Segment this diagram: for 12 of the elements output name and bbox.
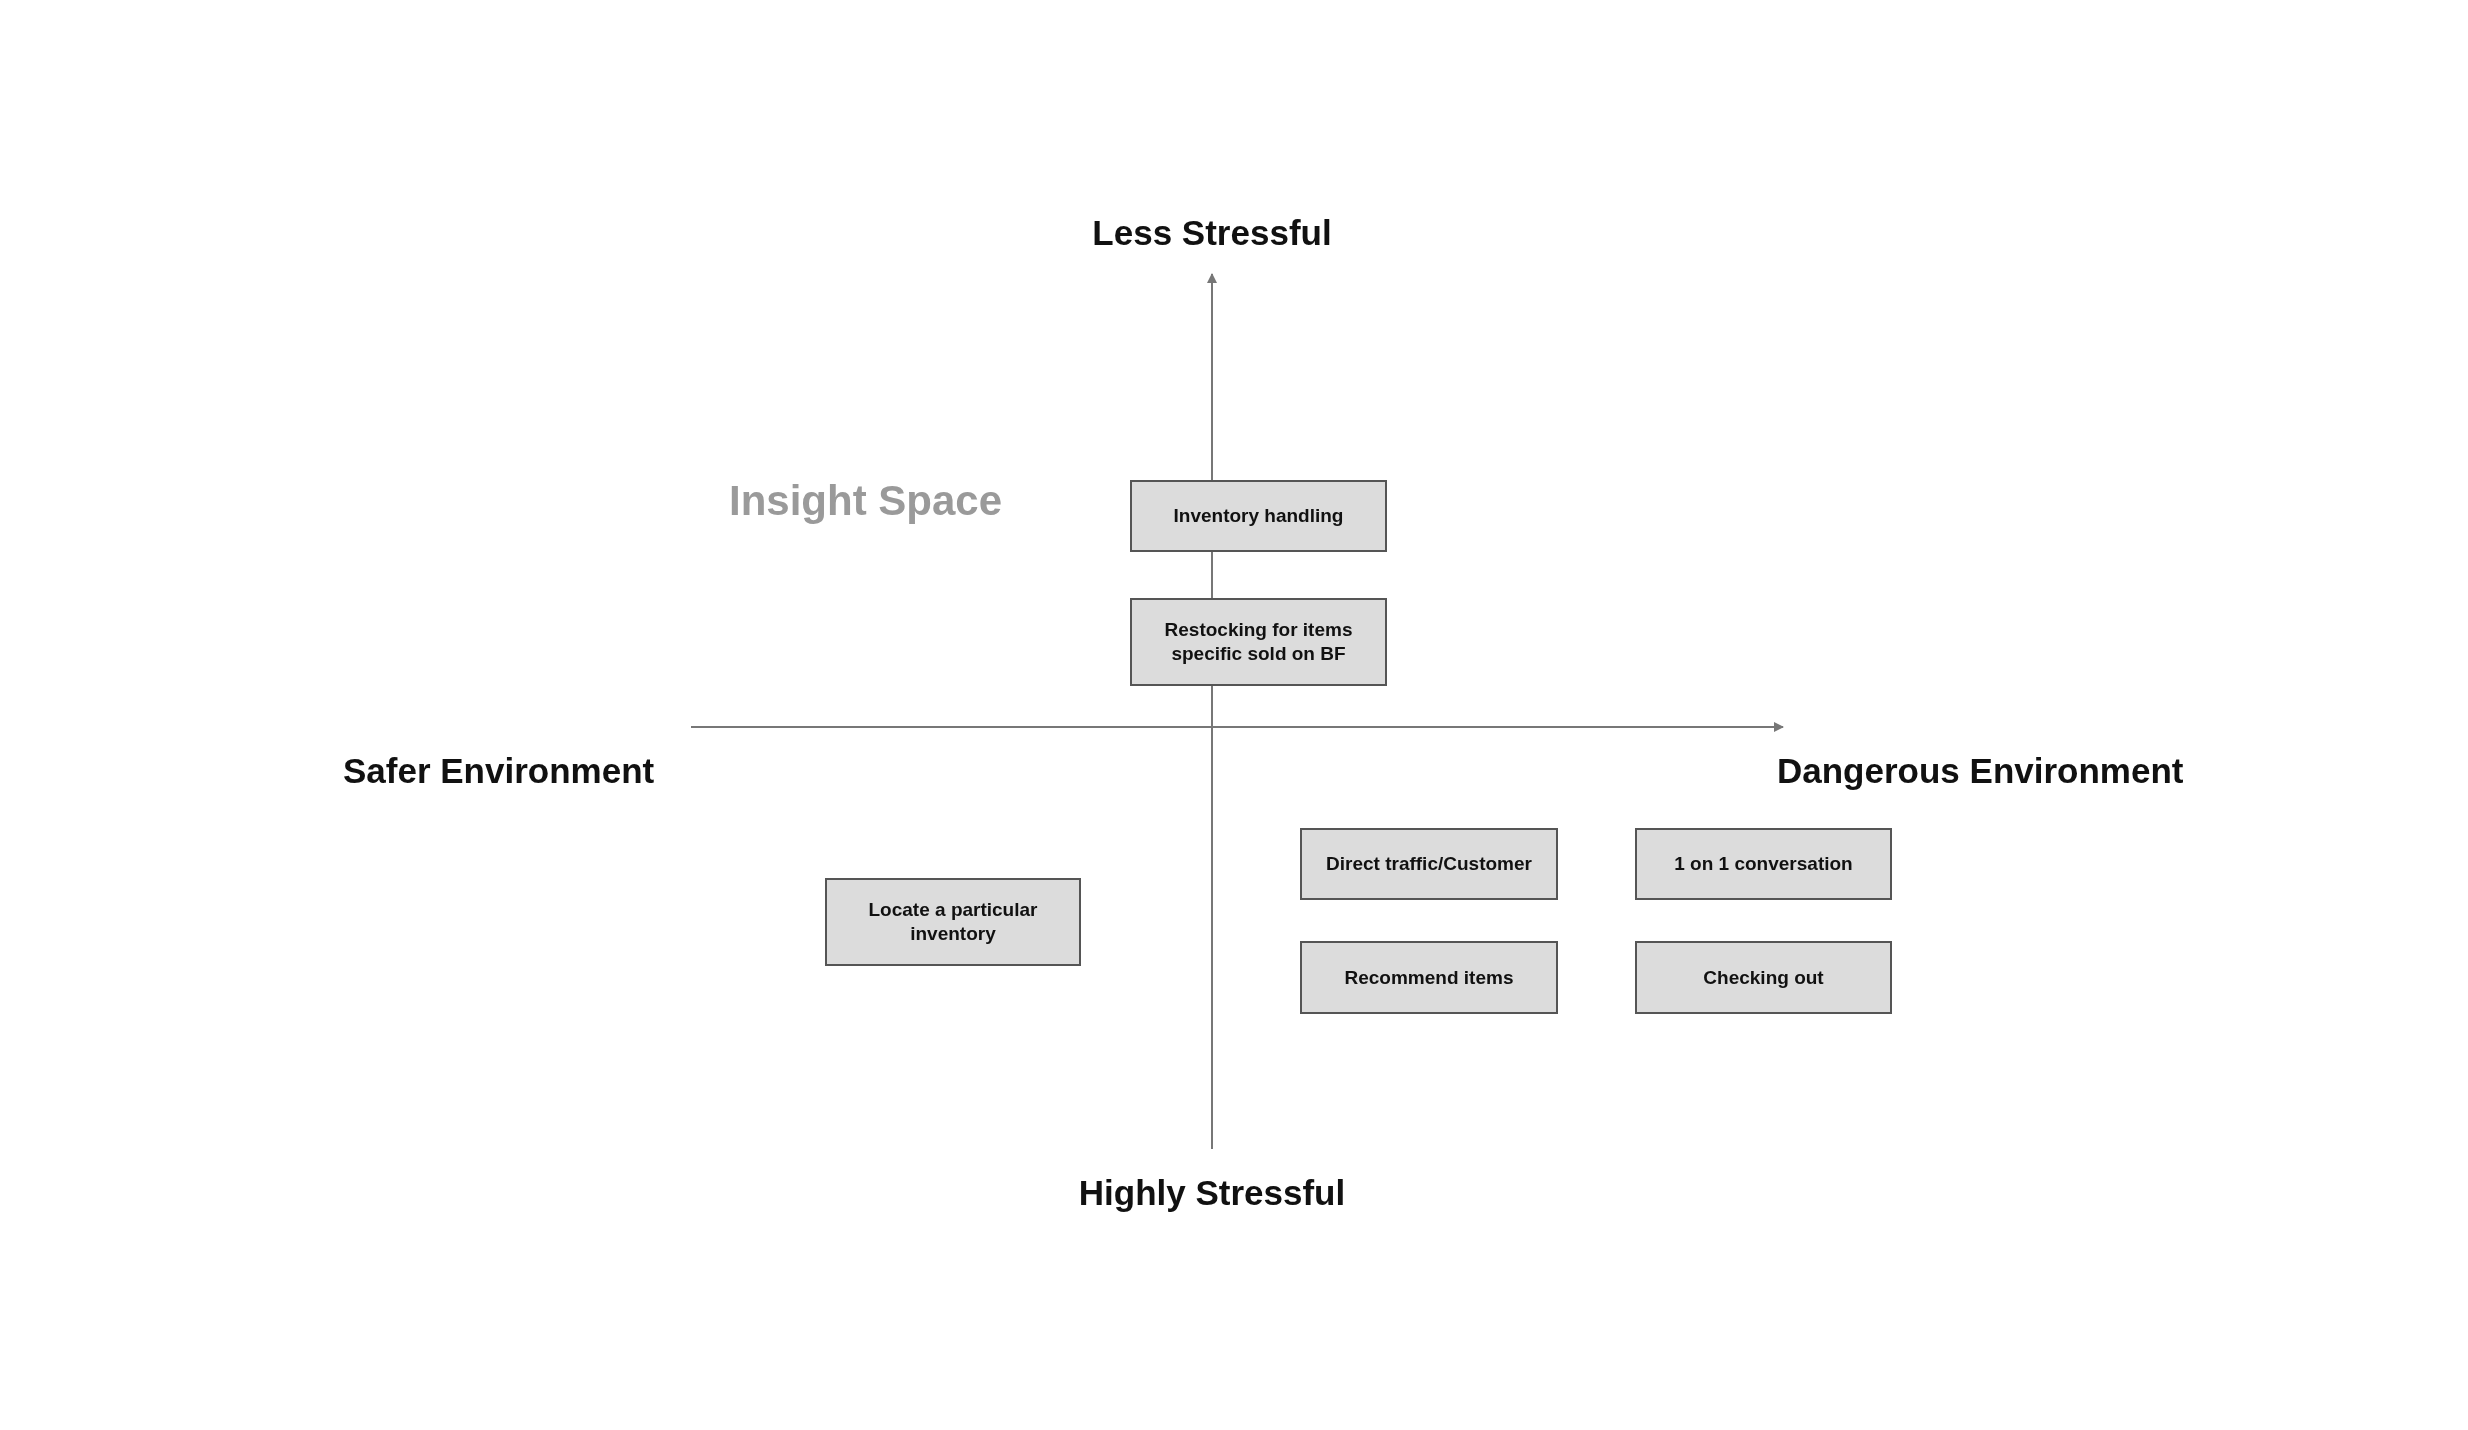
- activity-box: Checking out: [1635, 941, 1892, 1014]
- axis-label: Safer Environment: [343, 753, 655, 788]
- axis-label: Highly Stressful: [1078, 1175, 1346, 1210]
- activity-box: Recommend items: [1300, 941, 1558, 1014]
- activity-box: Inventory handling: [1130, 480, 1387, 552]
- region-label: Insight Space: [729, 480, 1003, 522]
- activity-box: Direct traffic/Customer: [1300, 828, 1558, 900]
- activity-box: 1 on 1 conversation: [1635, 828, 1892, 900]
- axis-label: Dangerous Environment: [1777, 753, 2184, 788]
- axis-label: Less Stressful: [1092, 215, 1332, 250]
- activity-box: Restocking for items specific sold on BF: [1130, 598, 1387, 686]
- activity-box: Locate a particular inventory: [825, 878, 1081, 966]
